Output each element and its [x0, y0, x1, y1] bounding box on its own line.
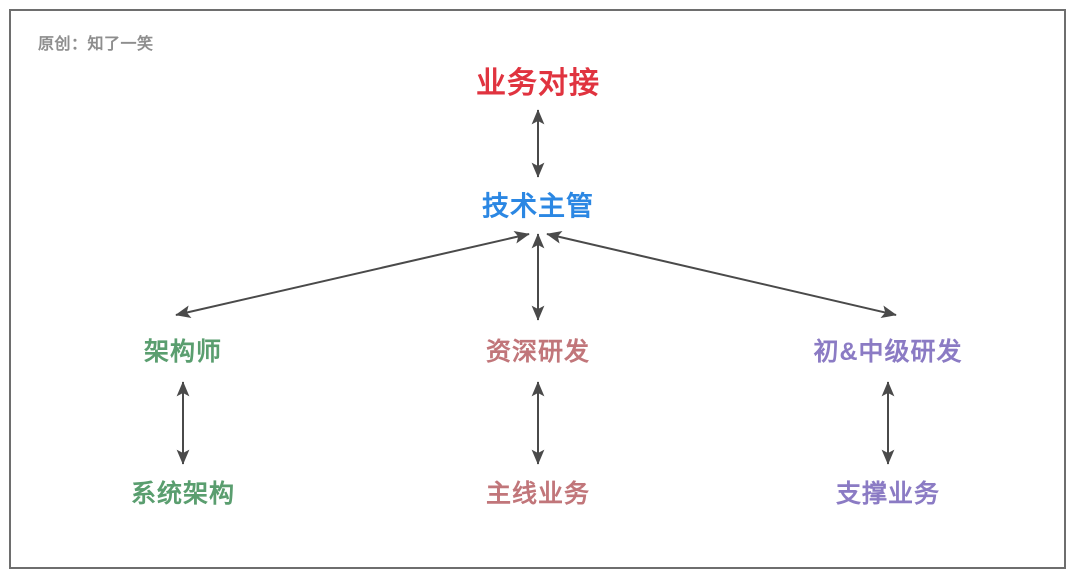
node-business-docking[interactable]: 业务对接	[476, 67, 600, 100]
node-main-business[interactable]: 主线业务	[485, 480, 591, 508]
node-junior-mid-dev[interactable]: 初&中级研发	[813, 338, 963, 366]
node-architect[interactable]: 架构师	[143, 338, 223, 366]
node-tech-lead[interactable]: 技术主管	[482, 191, 594, 222]
node-support-business[interactable]: 支撑业务	[835, 480, 941, 508]
node-system-arch[interactable]: 系统架构	[130, 480, 236, 508]
watermark-label: 原创：知了一笑	[38, 36, 154, 53]
node-senior-dev[interactable]: 资深研发	[485, 338, 591, 366]
